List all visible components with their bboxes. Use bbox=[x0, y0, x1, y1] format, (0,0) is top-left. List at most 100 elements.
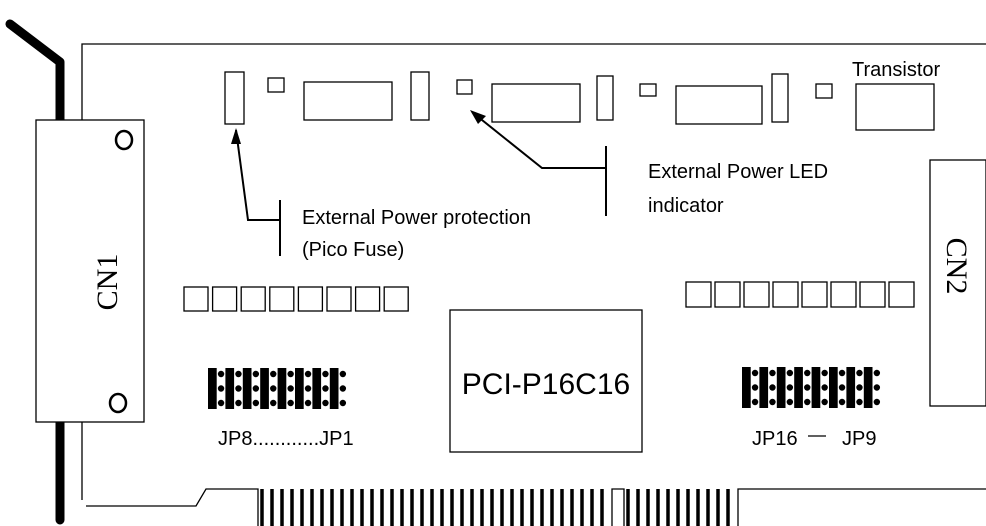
small-component-2 bbox=[639, 83, 657, 97]
jumper-pin bbox=[821, 398, 828, 406]
jumper-pin bbox=[287, 385, 294, 392]
jumper-pin bbox=[217, 385, 225, 392]
jumper-pin bbox=[278, 399, 286, 407]
jumper-pin bbox=[821, 369, 828, 377]
jumper-pin bbox=[847, 369, 854, 377]
jumper-block-jp8-jp1 bbox=[208, 368, 347, 409]
jumper-pin bbox=[270, 370, 277, 378]
jumper-pin bbox=[769, 369, 776, 377]
jumper-pin bbox=[804, 398, 811, 406]
row-component bbox=[743, 281, 770, 308]
jumper-pin bbox=[304, 385, 312, 392]
jumper-pin bbox=[226, 370, 233, 378]
jumper-pin bbox=[804, 384, 811, 391]
pico-fuse bbox=[224, 71, 245, 125]
jumper-pin bbox=[743, 398, 750, 406]
led-leader-line bbox=[471, 111, 606, 169]
jumper-pin bbox=[743, 384, 750, 391]
jumper-pin bbox=[838, 384, 846, 391]
row-component bbox=[772, 281, 799, 308]
row-component bbox=[830, 281, 857, 308]
jumper-pin bbox=[751, 398, 759, 406]
jumper-pin bbox=[786, 369, 794, 377]
jumper-pin bbox=[313, 385, 320, 392]
jumper-pin bbox=[804, 369, 811, 377]
jumper-pin bbox=[830, 384, 837, 391]
jumper-pin bbox=[243, 399, 251, 407]
jumper-pin bbox=[313, 370, 320, 378]
transistor-label: Transistor bbox=[852, 59, 941, 81]
fuse-arrow-head bbox=[231, 128, 241, 144]
jumper-pin bbox=[751, 384, 759, 391]
jumper-pin bbox=[795, 369, 802, 377]
cn2-label: CN2 bbox=[940, 238, 973, 295]
jumper-pin bbox=[270, 385, 277, 392]
left-component-row bbox=[183, 286, 409, 312]
tall-component-3 bbox=[771, 73, 789, 123]
tall-component-1 bbox=[410, 71, 430, 121]
tall-component-2 bbox=[596, 75, 614, 121]
small-component-3 bbox=[815, 83, 833, 99]
board-bottom-edge bbox=[86, 488, 259, 526]
board-bottom-right bbox=[737, 488, 986, 526]
jumper-pin bbox=[847, 384, 854, 391]
jumper-pin bbox=[330, 399, 338, 407]
row-component bbox=[888, 281, 915, 308]
row-component bbox=[211, 286, 238, 312]
jumper-pin bbox=[777, 398, 785, 406]
jumper-pin bbox=[330, 385, 338, 392]
jumper-pin bbox=[751, 369, 759, 377]
jumper-pin bbox=[864, 384, 872, 391]
small-component-1 bbox=[267, 77, 285, 93]
fuse-label-line2: (Pico Fuse) bbox=[302, 239, 404, 261]
jumper-pin bbox=[304, 399, 312, 407]
row-component bbox=[859, 281, 886, 308]
relay-3 bbox=[675, 85, 763, 125]
relay-1 bbox=[303, 81, 393, 121]
board-bottom-notch bbox=[611, 488, 625, 526]
jumper-pin bbox=[252, 385, 260, 392]
led-arrow-head bbox=[470, 110, 486, 124]
jumper-pin bbox=[330, 370, 338, 378]
jumper-pin bbox=[217, 370, 225, 378]
jumper-pin bbox=[812, 384, 820, 391]
jumper-pin bbox=[786, 384, 794, 391]
row-component bbox=[685, 281, 712, 308]
row-component bbox=[269, 286, 295, 312]
fuse-label-line1: External Power protection bbox=[302, 207, 531, 229]
jumper-pin bbox=[812, 369, 820, 377]
jumper-pin bbox=[209, 385, 216, 392]
jp-right-label-end: JP9 bbox=[842, 428, 876, 450]
cn2-connector bbox=[929, 159, 986, 407]
jumper-pin bbox=[760, 398, 767, 406]
edge-connector-fingers bbox=[260, 489, 730, 526]
jumper-pin bbox=[760, 384, 767, 391]
jumper-pin bbox=[261, 370, 268, 378]
jumper-pin bbox=[786, 398, 794, 406]
jumper-pin bbox=[777, 384, 785, 391]
jumper-pin bbox=[339, 385, 347, 392]
jumper-pin bbox=[322, 399, 329, 407]
jumper-pin bbox=[287, 370, 294, 378]
jumper-pin bbox=[296, 370, 303, 378]
jumper-pin bbox=[769, 384, 776, 391]
jumper-pin bbox=[864, 398, 872, 406]
jumper-pin bbox=[847, 398, 854, 406]
jumper-pin bbox=[830, 369, 837, 377]
jumper-pin bbox=[226, 385, 233, 392]
jumper-pin bbox=[304, 370, 312, 378]
chip-label: PCI-P16C16 bbox=[462, 368, 630, 401]
led-label-line1: External Power LED bbox=[648, 161, 828, 183]
row-component bbox=[383, 286, 409, 312]
cn1-screw-bottom bbox=[108, 392, 128, 414]
jumper-pin bbox=[278, 370, 286, 378]
row-component bbox=[354, 286, 381, 312]
jumper-pin bbox=[873, 384, 881, 391]
jumper-pin bbox=[743, 369, 750, 377]
jumper-pin bbox=[209, 399, 216, 407]
jumper-pin bbox=[322, 370, 329, 378]
cn1-connector bbox=[35, 119, 145, 423]
jumper-pin bbox=[313, 399, 320, 407]
jumper-pin bbox=[209, 370, 216, 378]
jumper-pin bbox=[339, 370, 347, 378]
